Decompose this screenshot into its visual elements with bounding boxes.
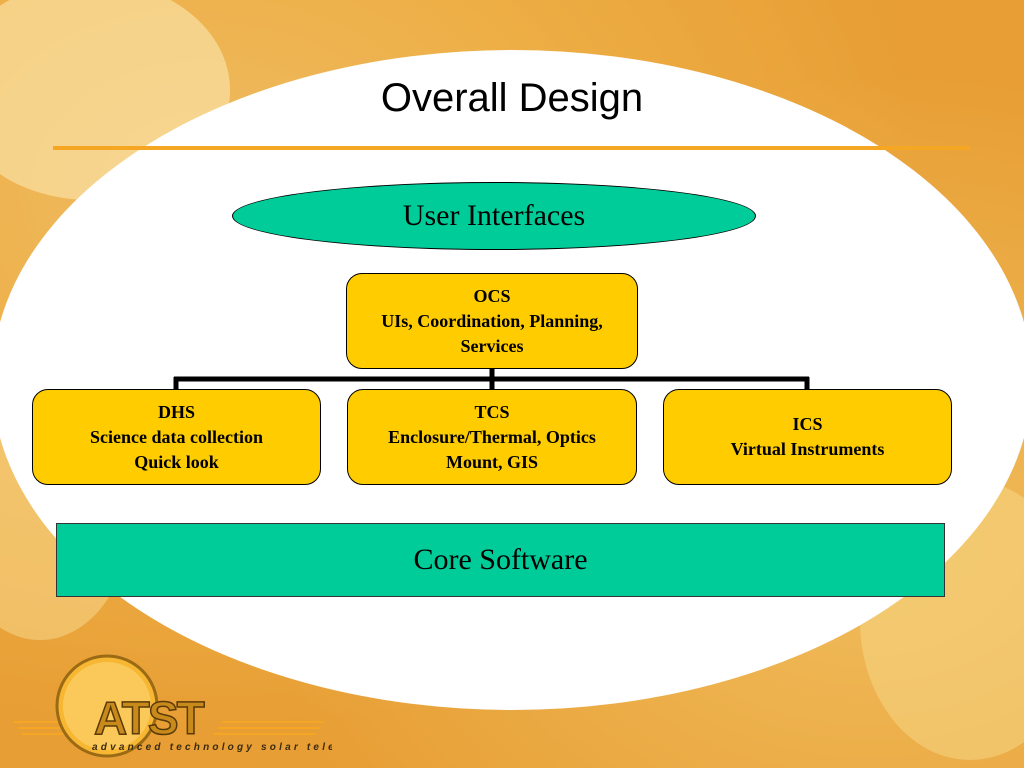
ics-name: ICS: [792, 414, 823, 434]
core-software-node: Core Software: [56, 523, 945, 597]
tcs-line1: Enclosure/Thermal, Optics: [388, 426, 596, 447]
user-interfaces-label: User Interfaces: [402, 199, 586, 232]
tcs-line2: Mount, GIS: [445, 451, 539, 472]
ocs-name: OCS: [473, 285, 511, 306]
tcs-name: TCS: [474, 401, 510, 422]
dhs-line2: Quick look: [134, 451, 219, 472]
title-underline: [53, 146, 970, 150]
dhs-name: DHS: [157, 401, 195, 422]
atst-logo: ATST advanced technology solar telescope: [14, 654, 332, 758]
ocs-line1: UIs, Coordination, Planning,: [381, 310, 603, 331]
dhs-node: DHS Science data collection Quick look: [32, 389, 321, 485]
ocs-line2: Services: [460, 335, 524, 356]
user-interfaces-node: User Interfaces: [232, 182, 756, 250]
page-title: Overall Design: [380, 76, 644, 120]
logo-tagline: advanced technology solar telescope: [92, 742, 332, 753]
ics-line1: Virtual Instruments: [730, 439, 885, 459]
logo-wordmark: ATST: [94, 692, 205, 744]
ocs-node: OCS UIs, Coordination, Planning, Service…: [346, 273, 638, 369]
core-software-label: Core Software: [413, 543, 588, 576]
tcs-node: TCS Enclosure/Thermal, Optics Mount, GIS: [347, 389, 637, 485]
dhs-line1: Science data collection: [90, 426, 263, 447]
ics-node: ICS Virtual Instruments: [663, 389, 952, 485]
